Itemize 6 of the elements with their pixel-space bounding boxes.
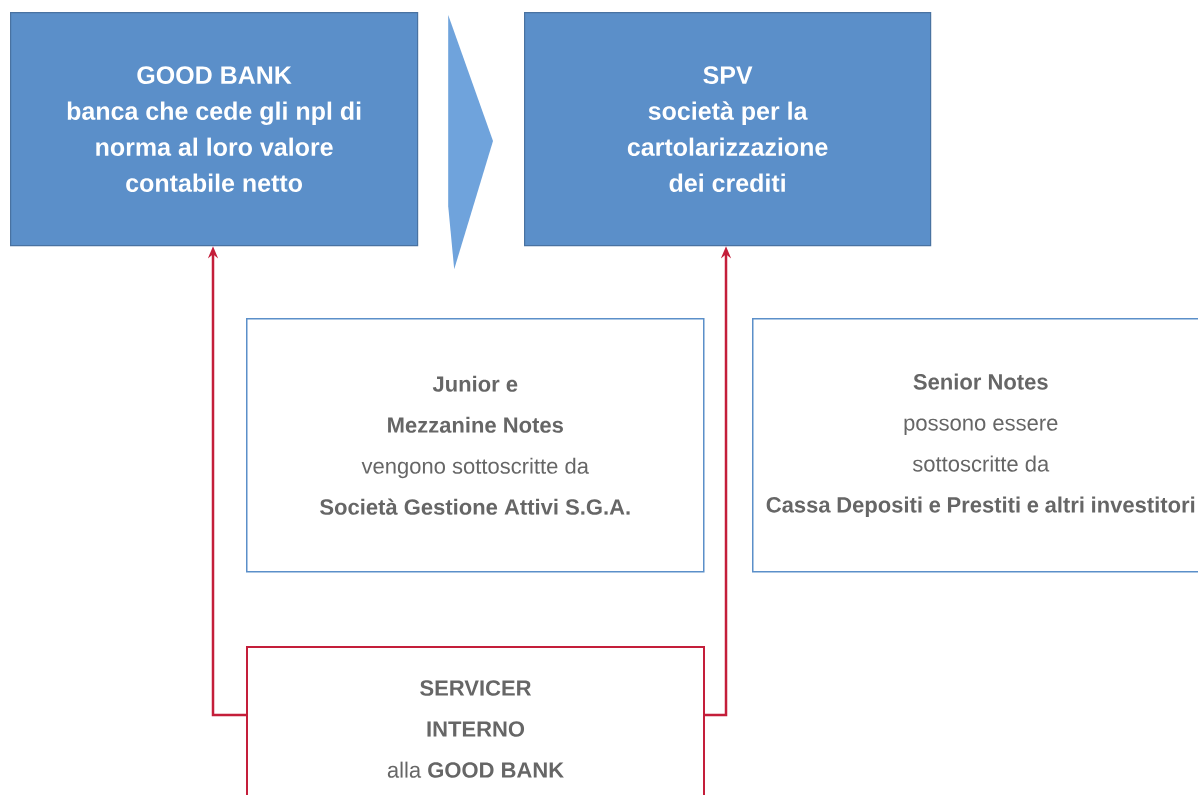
note-box: Senior Notes possono essere sottoscritte da Cassa Depositi e Prestiti e altri investitori xyxy=(752,318,1198,573)
process-box: GOOD BANK banca che cede gli npl di norma al loro valore contabile netto xyxy=(10,12,419,247)
servicer-box: SERVICER INTERNO alla GOOD BANK xyxy=(246,646,705,795)
process-box: SPV società per la cartolarizzazione dei crediti xyxy=(524,12,932,247)
block-arrow xyxy=(448,15,493,270)
note-box: Junior e Mezzanine Notes vengono sottoscritte da Società Gestione Attivi S.G.A. xyxy=(246,318,705,573)
